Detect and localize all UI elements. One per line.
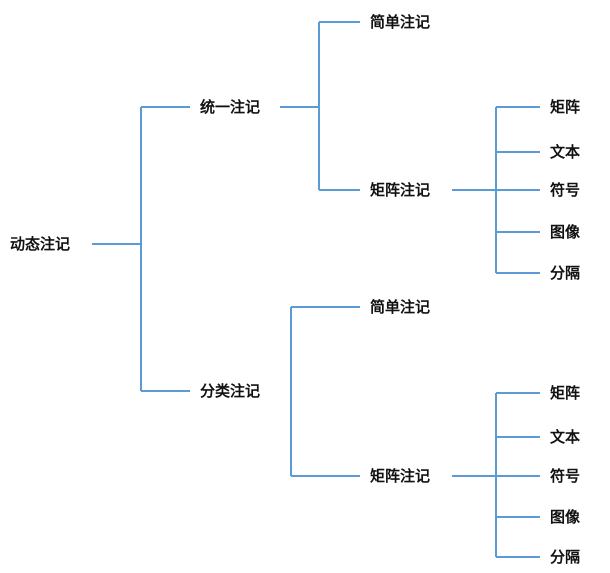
node-simple: 简单注记 [370, 13, 431, 31]
root-connector [92, 106, 190, 392]
leaf-node: 图像 [550, 508, 581, 526]
leaf-node: 符号 [550, 467, 581, 485]
node-simple: 简单注记 [370, 298, 431, 316]
leaf-node: 文本 [550, 428, 581, 446]
node-category: 分类注记 [200, 382, 261, 400]
leaf-node: 分隔 [550, 548, 581, 566]
leaf-node: 文本 [550, 143, 581, 161]
unified-connector [280, 21, 360, 191]
node-unified: 统一注记 [200, 98, 261, 116]
category-connector [290, 306, 360, 477]
unified-matrix-connector [452, 106, 540, 274]
node-matrix: 矩阵注记 [370, 181, 431, 199]
leaf-node: 分隔 [550, 264, 581, 282]
leaf-node: 矩阵 [550, 384, 581, 402]
leaf-node: 符号 [550, 181, 581, 199]
leaf-node: 图像 [550, 223, 581, 241]
node-matrix: 矩阵注记 [370, 467, 431, 485]
leaf-node: 矩阵 [550, 98, 581, 116]
category-matrix-connector [452, 392, 540, 558]
root-node: 动态注记 [10, 235, 71, 253]
